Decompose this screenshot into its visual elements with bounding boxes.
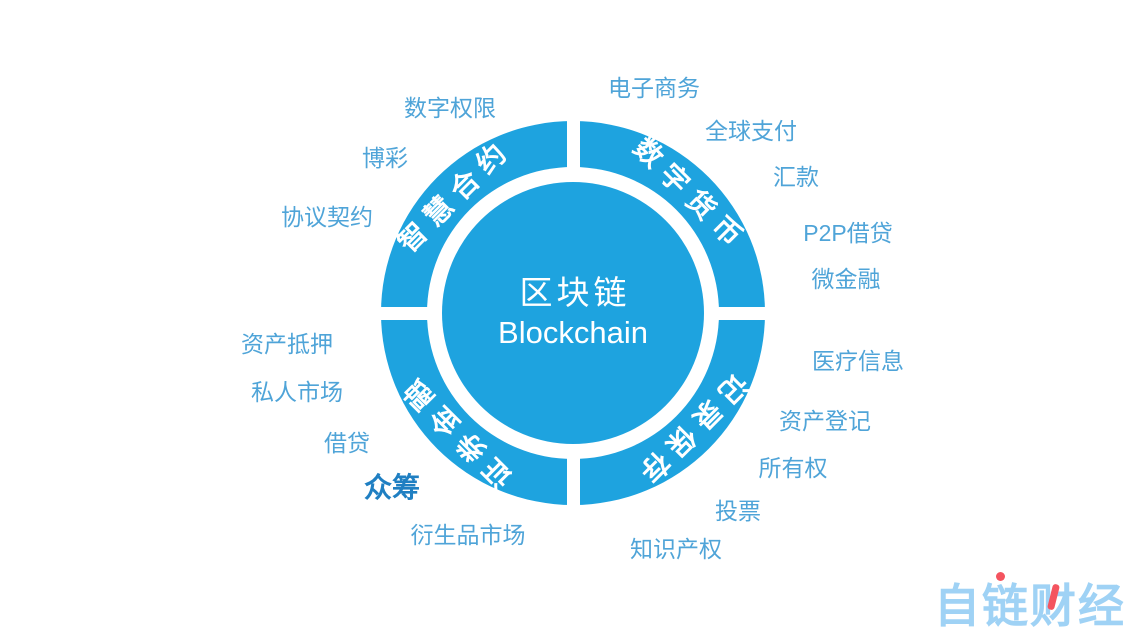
- label-p2p-lending: P2P借贷: [803, 220, 893, 246]
- label-protocol-contracts: 协议契约: [281, 204, 373, 230]
- label-voting: 投票: [715, 498, 761, 524]
- label-private-markets: 私人市场: [251, 379, 343, 405]
- label-digital-rights: 数字权限: [404, 95, 496, 121]
- label-asset-mortgage: 资产抵押: [241, 331, 333, 357]
- watermark-logo: 自链财经: [934, 580, 1125, 632]
- blockchain-wheel: 区块链 Blockchain: [381, 121, 765, 505]
- label-lending: 借贷: [324, 430, 370, 456]
- label-medical-information: 医疗信息: [812, 348, 904, 374]
- label-micro-finance: 微金融: [811, 266, 881, 292]
- label-crowdfunding: 众筹: [363, 472, 421, 503]
- label-ownership: 所有权: [758, 455, 828, 481]
- label-global-payments: 全球支付: [705, 118, 797, 144]
- label-e-commerce: 电子商务: [608, 75, 700, 101]
- label-intellectual-property: 知识产权: [630, 536, 722, 562]
- label-derivatives-market: 衍生品市场: [410, 522, 526, 548]
- center-title-english: Blockchain: [498, 314, 648, 350]
- label-gambling: 博彩: [362, 145, 408, 171]
- center-disc: 区块链 Blockchain: [442, 182, 704, 444]
- label-asset-registration: 资产登记: [779, 408, 871, 434]
- center-title-chinese: 区块链: [519, 274, 631, 312]
- label-remittance: 汇款: [773, 164, 819, 190]
- watermark-accent-dot-icon: [996, 572, 1005, 581]
